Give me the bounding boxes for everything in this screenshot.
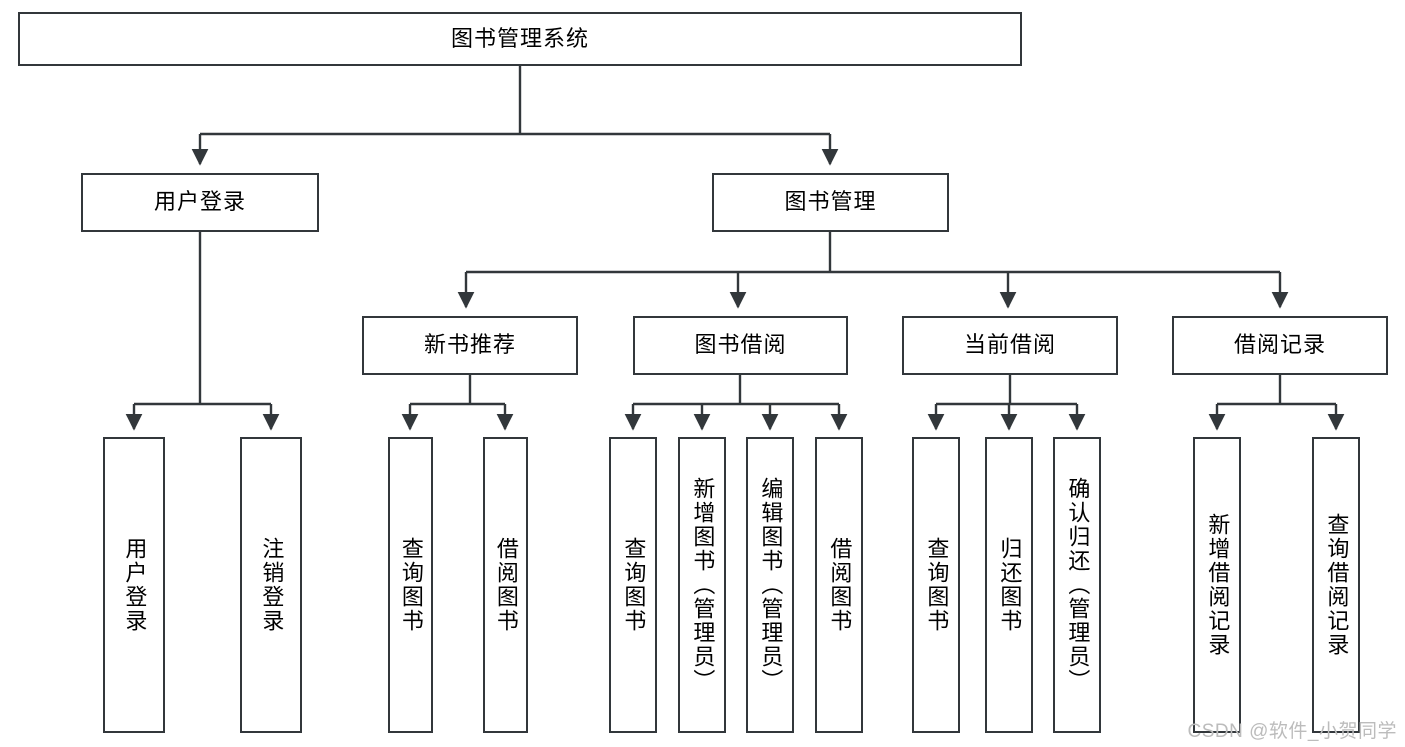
node-leaf-logout-login-label: 注销登录 — [259, 537, 285, 633]
node-leaf-add-book[interactable]: 新增图书（管理员） — [678, 437, 726, 733]
node-leaf-user-login-label: 用户登录 — [122, 537, 148, 633]
node-new-book-recommend-label: 新书推荐 — [423, 332, 516, 358]
node-leaf-return-book-label: 归还图书 — [997, 537, 1023, 633]
node-leaf-confirm-return-label: 确认归还（管理员） — [1065, 477, 1091, 693]
node-leaf-logout-login[interactable]: 注销登录 — [240, 437, 302, 733]
node-leaf-borrow-book-2[interactable]: 借阅图书 — [815, 437, 863, 733]
node-leaf-user-login[interactable]: 用户登录 — [103, 437, 165, 733]
node-leaf-add-record-label: 新增借阅记录 — [1205, 513, 1231, 657]
node-root-label: 图书管理系统 — [450, 25, 589, 51]
node-leaf-borrow-book-2-label: 借阅图书 — [827, 537, 853, 633]
node-user-login-label: 用户登录 — [153, 189, 246, 215]
node-leaf-query-book-2-label: 查询图书 — [621, 537, 647, 633]
node-leaf-query-book-1-label: 查询图书 — [398, 537, 424, 633]
node-leaf-borrow-book-1-label: 借阅图书 — [493, 537, 519, 633]
watermark-text: CSDN @软件_小贺同学 — [1187, 721, 1397, 742]
node-leaf-query-record-label: 查询借阅记录 — [1324, 513, 1350, 657]
node-leaf-borrow-book-1[interactable]: 借阅图书 — [483, 437, 528, 733]
node-borrow-record[interactable]: 借阅记录 — [1172, 316, 1388, 375]
node-book-borrow[interactable]: 图书借阅 — [633, 316, 848, 375]
node-new-book-recommend[interactable]: 新书推荐 — [362, 316, 578, 375]
node-book-manage-label: 图书管理 — [784, 189, 877, 215]
node-user-login[interactable]: 用户登录 — [81, 173, 319, 232]
node-root-system[interactable]: 图书管理系统 — [18, 12, 1022, 66]
node-leaf-return-book[interactable]: 归还图书 — [985, 437, 1033, 733]
node-leaf-query-book-3-label: 查询图书 — [924, 537, 950, 633]
node-leaf-add-book-label: 新增图书（管理员） — [690, 477, 716, 693]
node-leaf-edit-book-label: 编辑图书（管理员） — [758, 477, 784, 693]
node-book-borrow-label: 图书借阅 — [694, 332, 787, 358]
node-current-borrow-label: 当前借阅 — [963, 332, 1056, 358]
node-leaf-confirm-return[interactable]: 确认归还（管理员） — [1053, 437, 1101, 733]
node-leaf-query-record[interactable]: 查询借阅记录 — [1312, 437, 1360, 733]
node-borrow-record-label: 借阅记录 — [1233, 332, 1326, 358]
node-leaf-query-book-1[interactable]: 查询图书 — [388, 437, 433, 733]
node-leaf-query-book-2[interactable]: 查询图书 — [609, 437, 657, 733]
node-leaf-query-book-3[interactable]: 查询图书 — [912, 437, 960, 733]
node-leaf-add-record[interactable]: 新增借阅记录 — [1193, 437, 1241, 733]
node-book-manage[interactable]: 图书管理 — [712, 173, 949, 232]
node-current-borrow[interactable]: 当前借阅 — [902, 316, 1118, 375]
node-leaf-edit-book[interactable]: 编辑图书（管理员） — [746, 437, 794, 733]
